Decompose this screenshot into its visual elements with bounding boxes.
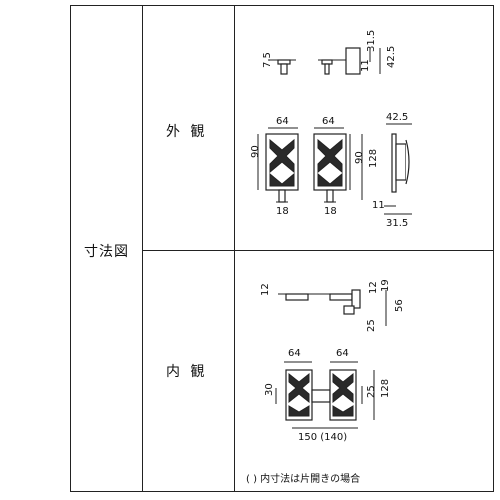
outer-top-profile: 7.5 31.5 11 42.5 bbox=[262, 30, 397, 75]
dim-12-left: 12 bbox=[260, 283, 271, 296]
dim-18-right: 18 bbox=[324, 206, 337, 217]
dim-25-top: 25 bbox=[366, 319, 377, 332]
dim-12-right: 12 bbox=[368, 281, 379, 294]
dim-128-outer: 128 bbox=[368, 149, 379, 168]
dim-31-5: 31.5 bbox=[366, 30, 377, 52]
outer-front-view: 64 64 90 90 128 18 18 bbox=[250, 116, 379, 217]
dim-150-140: 150 (140) bbox=[298, 432, 347, 443]
row-header-label: 寸法図 bbox=[84, 244, 129, 260]
inner-top-profile: 12 12 19 56 25 bbox=[260, 279, 405, 332]
drawing-frame bbox=[70, 5, 494, 492]
dim-42-5-top: 42.5 bbox=[386, 46, 397, 68]
dim-128-inner: 128 bbox=[380, 379, 391, 398]
dim-25-front: 25 bbox=[366, 385, 377, 398]
dim-18-left: 18 bbox=[276, 206, 289, 217]
dim-90-left: 90 bbox=[250, 145, 261, 158]
outer-side-view: 42.5 11 31.5 bbox=[372, 112, 412, 229]
column-divider-1 bbox=[142, 5, 143, 492]
footnote: ( ) 内寸法は片開きの場合 bbox=[246, 474, 361, 485]
dim-7-5: 7.5 bbox=[262, 52, 273, 68]
dim-64-left: 64 bbox=[276, 116, 289, 127]
dim-42-5-side: 42.5 bbox=[386, 112, 408, 123]
section-label-outer: 外 観 bbox=[166, 124, 205, 140]
dim-30: 30 bbox=[264, 383, 275, 396]
dim-11-top: 11 bbox=[360, 59, 371, 72]
dim-31-5-side: 31.5 bbox=[386, 218, 408, 229]
dim-56: 56 bbox=[394, 299, 405, 312]
inner-front-view: 64 64 30 25 128 150 (140) bbox=[264, 348, 391, 443]
row-divider bbox=[142, 250, 494, 251]
section-label-inner: 内 観 bbox=[166, 364, 205, 380]
dim-64-inner-right: 64 bbox=[336, 348, 349, 359]
dim-90-right: 90 bbox=[354, 151, 365, 164]
column-divider-2 bbox=[234, 5, 235, 492]
dim-64-right: 64 bbox=[322, 116, 335, 127]
dim-64-inner-left: 64 bbox=[288, 348, 301, 359]
dim-19: 19 bbox=[380, 279, 391, 292]
dim-11-side: 11 bbox=[372, 200, 385, 211]
